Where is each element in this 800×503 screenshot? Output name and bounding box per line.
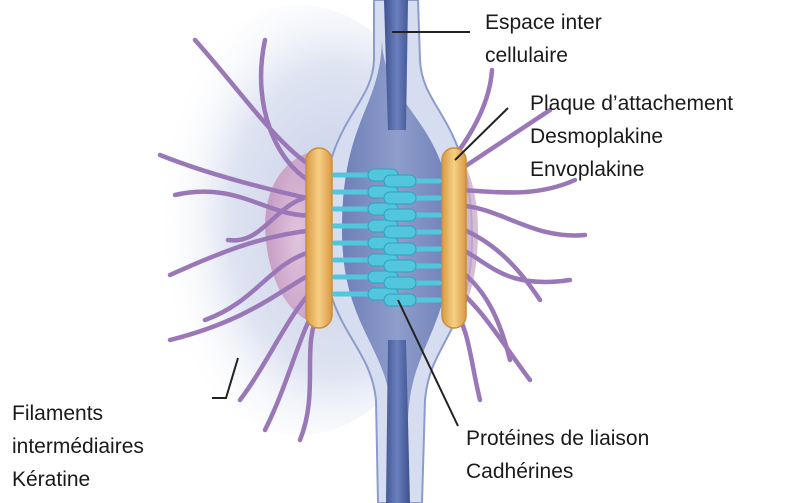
label-intermediate-filaments: Filaments intermédiaires Kératine (12, 402, 150, 491)
left-attachment-plaque (306, 148, 332, 328)
right-filaments (452, 70, 585, 400)
label-linker-proteins: Protéines de liaison Cadhérines (466, 427, 655, 483)
label-intercellular-space: Espace inter cellulaire (485, 11, 608, 67)
right-attachment-plaque (442, 148, 466, 328)
label-attachment-plaque: Plaque d’attachement Desmoplakine Envopl… (530, 92, 739, 181)
